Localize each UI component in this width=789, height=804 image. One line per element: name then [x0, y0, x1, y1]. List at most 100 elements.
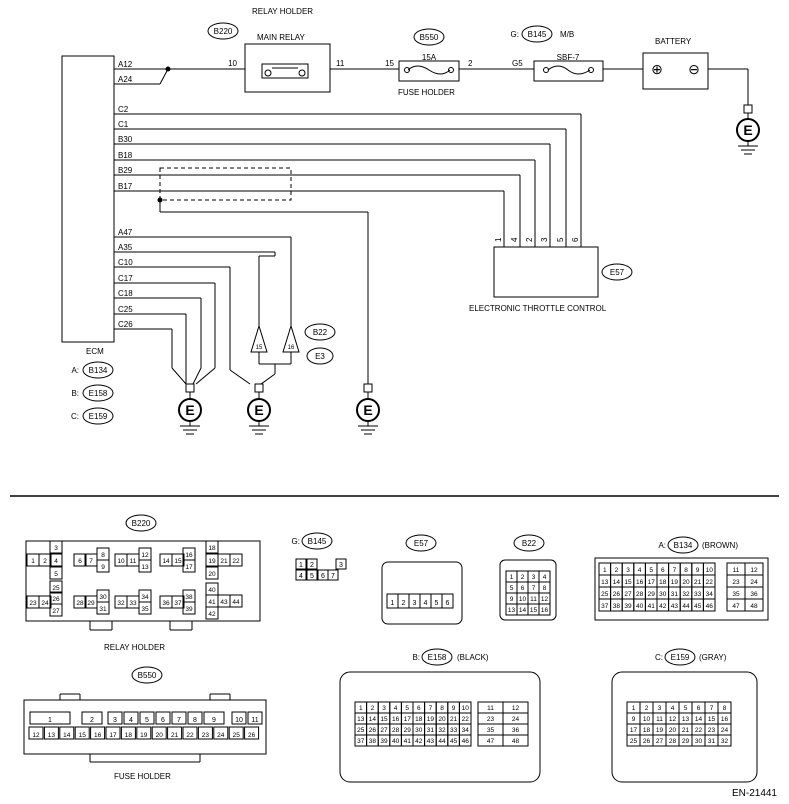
pin-label: 19	[656, 727, 664, 734]
sensor-code-b22: B22	[313, 328, 328, 337]
pin-label: 13	[357, 716, 365, 723]
pin-cell	[38, 553, 52, 567]
pin-cell	[244, 726, 260, 740]
ecm-pin-C25: C25	[118, 305, 133, 314]
pin-label: 23	[487, 716, 495, 723]
pin-label: 36	[750, 591, 758, 598]
pin-cell	[197, 726, 213, 740]
pin-label: 12	[669, 716, 677, 723]
pin-label: 32	[117, 600, 125, 607]
pin-label: 7	[331, 573, 335, 580]
pin-label: 6	[417, 705, 421, 712]
view-b220-label: RELAY HOLDER	[104, 643, 165, 652]
pin-label: 30	[695, 738, 703, 745]
pin-cell	[138, 601, 152, 615]
pin-label: 4	[299, 573, 303, 580]
ground-2	[247, 383, 271, 435]
pin-label: 13	[601, 579, 609, 586]
pin-label: 11	[733, 567, 740, 574]
pin-label: 9	[632, 716, 636, 723]
pin-cell	[458, 734, 472, 747]
pin-label: 4	[543, 574, 547, 581]
pin-label: 11	[656, 716, 663, 723]
pin-label: 25	[52, 585, 60, 592]
battery-plus-icon: ⊕	[651, 61, 663, 77]
sbf-name: SBF-7	[557, 53, 580, 62]
pin-label: 23	[29, 600, 37, 607]
pin-cell	[43, 726, 59, 740]
view-e158-prefix: B:	[412, 653, 420, 662]
pin-cell	[295, 569, 307, 581]
etc-pin-2: 2	[525, 237, 534, 242]
ground-3	[356, 383, 380, 435]
pin-cell	[205, 566, 219, 580]
pin-label: 43	[671, 603, 679, 610]
pin-label: 20	[208, 571, 216, 578]
pin-label: 18	[415, 716, 423, 723]
pin-label: 35	[141, 606, 149, 613]
pin-label: 4	[54, 558, 58, 565]
etc-box	[493, 246, 599, 298]
ecm-pin-C17: C17	[118, 274, 133, 283]
pin-cell	[151, 726, 167, 740]
pin-label: 2	[402, 600, 406, 607]
pin-label: 31	[427, 727, 435, 734]
pin-label: 25	[601, 591, 609, 598]
pin-label: 7	[673, 567, 677, 574]
pin-cell	[49, 540, 63, 554]
pin-label: 48	[512, 738, 520, 745]
pin-label: 8	[684, 567, 688, 574]
pin-cell	[205, 606, 219, 620]
pin-label: 11	[130, 558, 137, 565]
relay-code: B220	[214, 27, 233, 36]
pin-cell	[49, 580, 63, 594]
sensor-code-e3: E3	[315, 352, 325, 361]
pin-label: 5	[510, 585, 514, 592]
pin-cell	[123, 711, 139, 725]
pin-label: 40	[636, 603, 644, 610]
pin-label: 2	[645, 705, 649, 712]
pin-label: 43	[427, 738, 435, 745]
pin-label: 48	[750, 603, 758, 610]
pin-label: 1	[391, 600, 395, 607]
pin-label: 15	[174, 558, 182, 565]
pin-label: 3	[382, 705, 386, 712]
pin-cell	[441, 593, 454, 609]
pin-label: 15	[79, 732, 87, 739]
ecm-pin-A12: A12	[118, 60, 133, 69]
fuse-box	[398, 60, 460, 82]
pin-label: 42	[659, 603, 667, 610]
pin-label: 31	[708, 738, 716, 745]
pin-label: 12	[512, 705, 520, 712]
pin-label: 10	[462, 705, 470, 712]
pin-label: 25	[357, 727, 365, 734]
pin-label: 36	[512, 727, 520, 734]
pin-label: 43	[220, 599, 228, 606]
pin-label: 13	[48, 732, 56, 739]
view-b22-code: B22	[522, 539, 537, 548]
pin-label: 28	[76, 600, 84, 607]
pin-label: 21	[450, 716, 458, 723]
pin-cell	[306, 569, 318, 581]
sensor-pin-15: 15	[256, 345, 263, 351]
pin-label: 4	[424, 600, 428, 607]
sbf-mb: M/B	[560, 30, 574, 39]
ecm-pin-C10: C10	[118, 258, 133, 267]
pin-cell	[73, 553, 87, 567]
pin-label: 39	[185, 606, 193, 613]
pin-label: 31	[99, 606, 107, 613]
pin-cell	[182, 726, 198, 740]
pin-label: 34	[706, 591, 714, 598]
pin-label: 19	[208, 558, 216, 565]
ecm-pin-labels: A12A24C2C1B30B18B29B17A47A35C10C17C18C25…	[118, 60, 133, 329]
pin-cell	[306, 558, 318, 570]
pin-label: 24	[41, 600, 49, 607]
sbf-pin-left: G5	[512, 59, 523, 68]
pin-label: 15	[380, 716, 388, 723]
pin-label: 22	[186, 732, 194, 739]
pin-label: 8	[193, 717, 197, 724]
pin-label: 44	[438, 738, 446, 745]
pin-cell	[107, 711, 123, 725]
pin-label: 27	[624, 591, 632, 598]
pin-label: 24	[750, 579, 758, 586]
